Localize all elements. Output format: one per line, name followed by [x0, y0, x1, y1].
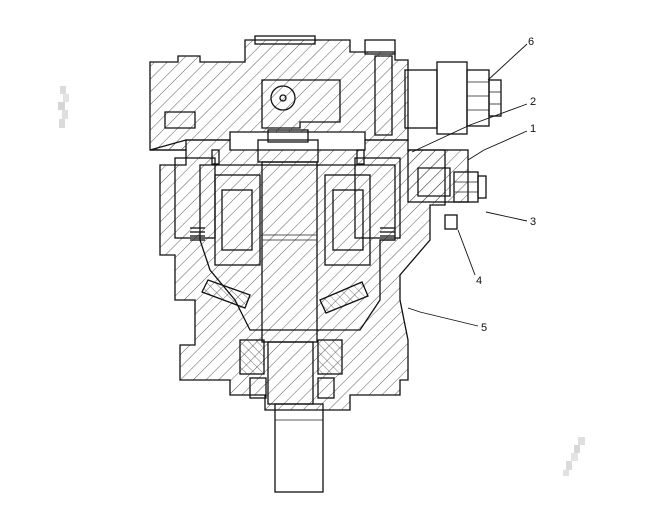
shaft-bearing-left — [239, 339, 267, 399]
callout-6: 6 — [528, 36, 534, 48]
seal-ring — [444, 214, 458, 230]
scan-artifact-left — [58, 86, 69, 128]
relief-valve-cartridge — [404, 61, 502, 135]
shaft-bearing-right — [317, 339, 343, 399]
port-block — [407, 149, 469, 203]
pump-housing — [149, 139, 446, 411]
callout-5: 5 — [481, 322, 487, 334]
drive-shaft — [257, 129, 324, 493]
control-fitting — [453, 171, 487, 203]
spring-stack-left — [190, 227, 205, 241]
callout-4: 4 — [476, 275, 482, 287]
scan-artifact-right — [563, 437, 585, 476]
pump-head-cover — [149, 35, 409, 151]
callout-3: 3 — [530, 216, 536, 228]
cylinder-barrel — [174, 149, 401, 314]
spring-stack-right — [380, 227, 395, 241]
leader-lines — [407, 43, 528, 327]
callout-2: 2 — [530, 96, 536, 108]
callout-1: 1 — [530, 123, 536, 135]
